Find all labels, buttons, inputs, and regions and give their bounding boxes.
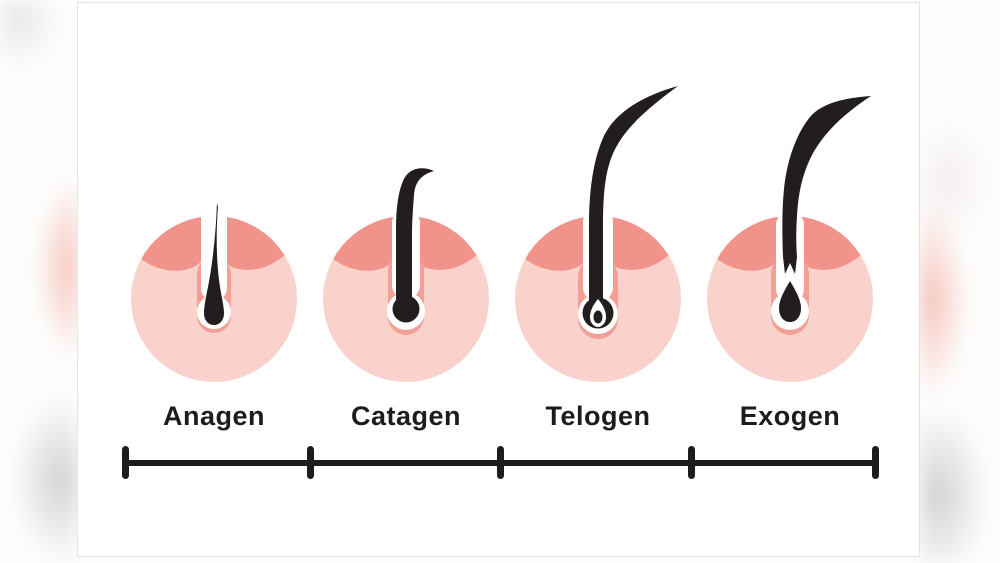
hair-exogen-detached-club [779, 281, 801, 322]
club-hair-center [593, 310, 603, 324]
hair-exogen-shaft [782, 96, 871, 274]
hair-catagen [396, 168, 434, 309]
epidermis-right [800, 216, 873, 270]
epidermis-right [416, 216, 489, 270]
right-blurred-edge [920, 0, 1000, 563]
epidermis-right [608, 216, 681, 270]
epidermis-left [323, 216, 396, 271]
epidermis-left [707, 216, 780, 271]
stage-label-telogen: Telogen [545, 401, 651, 431]
telogen-follicle-illustration [515, 86, 681, 382]
timeline-line [126, 460, 876, 466]
stage-label-exogen: Exogen [739, 401, 841, 431]
timeline-tick [122, 446, 129, 479]
epidermis-left [515, 216, 588, 271]
exogen-follicle-illustration [707, 96, 873, 382]
stage-label-anagen: Anagen [162, 401, 265, 431]
anagen-follicle-illustration [131, 201, 297, 382]
timeline-tick [307, 446, 314, 479]
diagram-card: Anagen Catagen Telogen Exogen [77, 2, 920, 557]
timeline-tick [872, 446, 879, 479]
hair-telogen [589, 86, 678, 311]
epidermis-left [131, 216, 204, 271]
timeline-tick [497, 446, 504, 479]
stage-label-catagen: Catagen [350, 401, 462, 431]
hair-bulb [392, 295, 420, 323]
epidermis-right [224, 216, 297, 270]
catagen-follicle-illustration [323, 168, 489, 382]
timeline-tick [688, 446, 695, 479]
left-blurred-edge [0, 0, 78, 563]
hair-anagen [204, 203, 224, 325]
